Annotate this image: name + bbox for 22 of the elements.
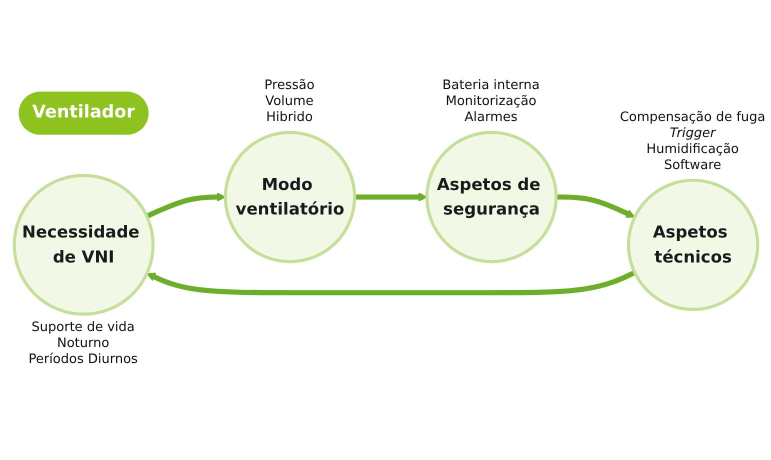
arrow xyxy=(556,194,635,218)
note-text: Software xyxy=(664,158,722,174)
arrow xyxy=(146,270,636,296)
circle-node: Aspetos técnicos xyxy=(626,178,759,311)
arrow xyxy=(145,192,226,219)
note-text: Hibrido xyxy=(266,110,313,126)
note-text: Noturno xyxy=(56,336,110,352)
note-text: Suporte de vida xyxy=(32,320,135,336)
note-text: Pressão xyxy=(264,78,315,94)
circle-node: Necessidade de VNI xyxy=(12,174,154,316)
arrow xyxy=(354,192,427,202)
note-text: Compensação de fuga xyxy=(620,110,766,126)
note-text: Bateria interna xyxy=(442,78,540,94)
note-text: Períodos Diurnos xyxy=(28,352,138,368)
note-text: Volume xyxy=(265,94,314,110)
oval-node: Ventilador xyxy=(18,92,148,135)
note-text: Humidificação xyxy=(646,142,739,158)
note-text: Alarmes xyxy=(464,110,518,126)
note-text: Monitorização xyxy=(446,94,536,110)
circle-node: Modo ventilatório xyxy=(223,130,356,264)
note-text: Trigger xyxy=(670,126,716,142)
circle-node: Aspetos de segurança xyxy=(424,130,558,264)
